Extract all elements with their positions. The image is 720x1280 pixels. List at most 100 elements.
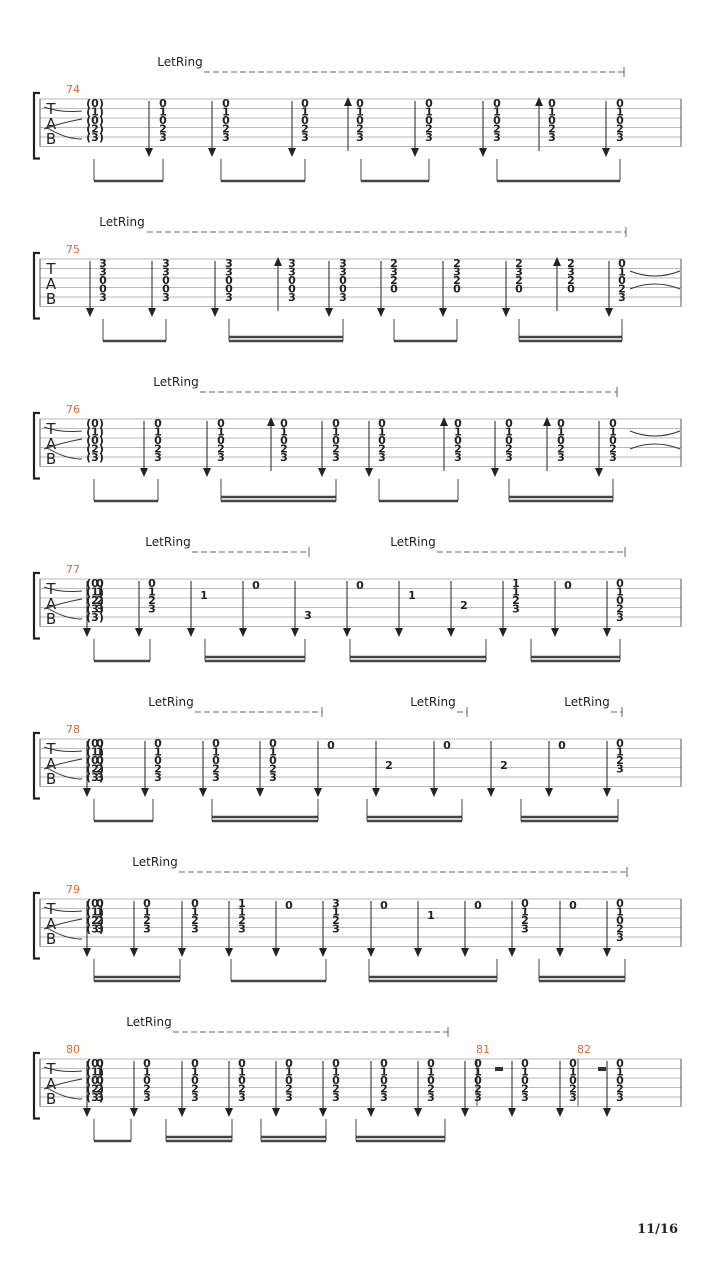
fret-number: 0 [285,1074,293,1087]
fret-number: 0 [222,114,230,127]
fret-number: 1 [493,106,501,119]
fret-number: 0 [269,754,277,767]
fret-number: 0 [564,579,572,592]
downstroke-arrowhead [86,308,94,317]
open-string-fret: (1) [86,746,104,759]
fret-number: 2 [616,603,624,616]
system-bracket [32,731,40,800]
downstroke-arrowhead [83,788,91,797]
fret-number: 2 [385,759,393,772]
fret-number: 2 [154,443,162,456]
fret-number: 1 [616,1066,624,1079]
fret-number: 1 [521,1066,529,1079]
fret-number: 0 [378,434,386,447]
fret-number: 3 [616,763,624,776]
measure-number: 74 [66,83,80,96]
fret-number: 1 [548,106,556,119]
tab-system: TAB76LetRing(0)(1)(0)(2)(3)0102301023010… [32,375,682,503]
chord: 1 [427,909,435,922]
fret-number: 2 [616,1083,624,1096]
upstroke-arrowhead [274,257,282,266]
downstroke-arrowhead [203,468,211,477]
downstroke-arrowhead [148,308,156,317]
let-ring-label: LetRing [153,375,198,389]
downstroke-arrowhead [461,948,469,957]
fret-number: 0 [332,434,340,447]
fret-number: 3 [99,266,107,279]
tab-clef-b: B [46,130,56,148]
fret-number: 2 [143,1083,151,1096]
fret-number: 3 [390,266,398,279]
open-string-fret: (0) [86,897,104,910]
chord: 0 [443,739,451,752]
fret-number: 2 [427,1083,435,1096]
tab-clef-t: T [45,260,56,278]
fret-number: 3 [285,1091,293,1104]
fret-number: 0 [609,417,617,430]
fret-number: 0 [222,97,230,110]
fret-number: 0 [99,274,107,287]
fret-number: 0 [280,434,288,447]
fret-number: 0 [143,1074,151,1087]
fret-number: 1 [356,106,364,119]
fret-number: 3 [616,1091,624,1104]
page-number: 11/16 [637,1222,678,1237]
system-bracket [32,1051,40,1120]
open-string-fret: (3) [86,603,104,616]
fret-number: 3 [557,451,565,464]
fret-number: 1 [569,1066,577,1079]
fret-number: 2 [609,443,617,456]
fret-number: 0 [616,114,624,127]
fret-number: 0 [557,434,565,447]
fret-number: 2 [505,443,513,456]
open-string-fret: (1) [86,586,104,599]
downstroke-arrowhead [288,148,296,157]
downstroke-arrowhead [439,308,447,317]
let-ring-tie [43,1066,83,1100]
chord: 2 [385,759,393,772]
fret-number: 0 [618,274,626,287]
fret-number: 3 [99,257,107,270]
chord: 0 [569,899,577,912]
fret-number: 0 [212,754,220,767]
fret-number: 3 [616,131,624,144]
fret-number: 2 [515,274,523,287]
downstroke-arrowhead [208,148,216,157]
upstroke-arrowhead [543,417,551,426]
downstroke-arrowhead [318,468,326,477]
let-ring-tie [629,270,681,290]
fret-number: 1 [512,577,520,590]
fret-number: 2 [521,914,529,927]
fret-number: 1 [425,106,433,119]
fret-number: 0 [96,754,104,767]
fret-number: 3 [301,131,309,144]
fret-number: 0 [427,1074,435,1087]
fret-number: 0 [378,417,386,430]
fret-number: 0 [327,739,335,752]
fret-number: 0 [474,1074,482,1087]
fret-number: 3 [225,266,233,279]
fret-number: 0 [191,1074,199,1087]
fret-number: 2 [380,1083,388,1096]
downstroke-arrowhead [372,788,380,797]
tab-clef-a: A [46,1075,57,1093]
open-string-fret: (2) [86,914,104,927]
fret-number: 0 [616,897,624,910]
fret-number: 0 [548,114,556,127]
fret-number: 3 [162,257,170,270]
downstroke-arrowhead [487,788,495,797]
